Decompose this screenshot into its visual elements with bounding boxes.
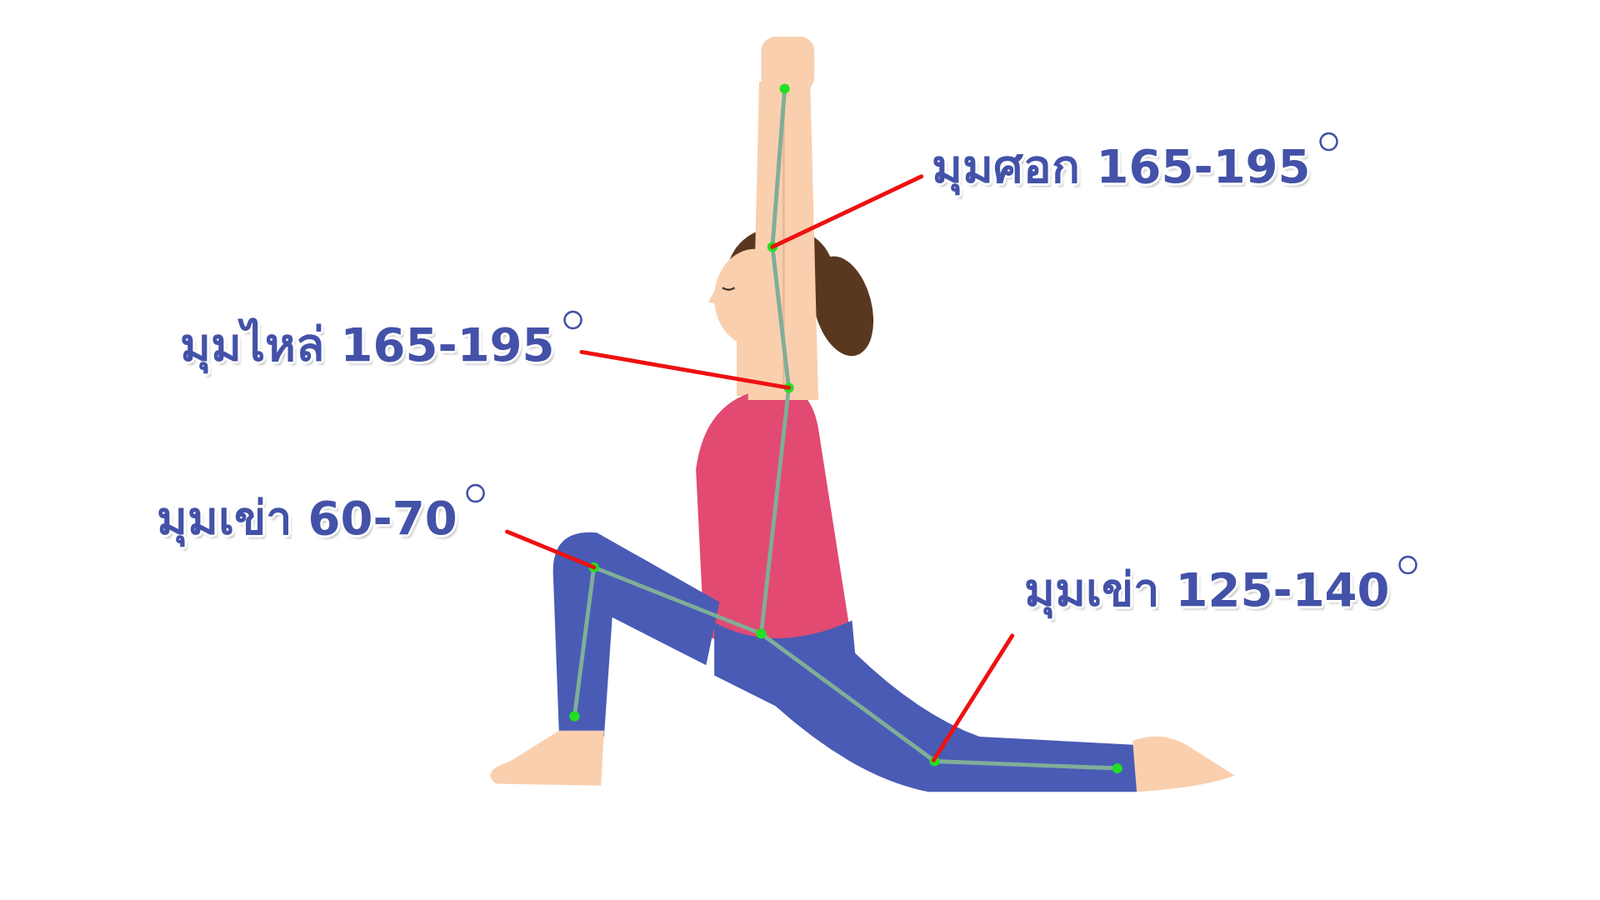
degree-symbol bbox=[1400, 556, 1417, 574]
degree-symbol bbox=[1320, 133, 1338, 150]
angle-label: มุมไหล่ 165-195 bbox=[180, 316, 555, 373]
fists bbox=[760, 36, 815, 92]
degree-symbol bbox=[565, 311, 582, 329]
front-foot bbox=[490, 730, 605, 786]
degree-symbol bbox=[467, 485, 485, 502]
leader-lines bbox=[507, 176, 1013, 760]
eye bbox=[722, 287, 735, 290]
nose bbox=[708, 287, 719, 305]
back-leg bbox=[714, 620, 1138, 792]
angle-label: มุมเข่า 125-140 bbox=[1024, 561, 1390, 618]
angle-label: มุมเข่า 60-70 bbox=[156, 490, 458, 546]
back-foot bbox=[1132, 736, 1235, 792]
angle-label: มุมศอก 165-195 bbox=[931, 138, 1311, 195]
